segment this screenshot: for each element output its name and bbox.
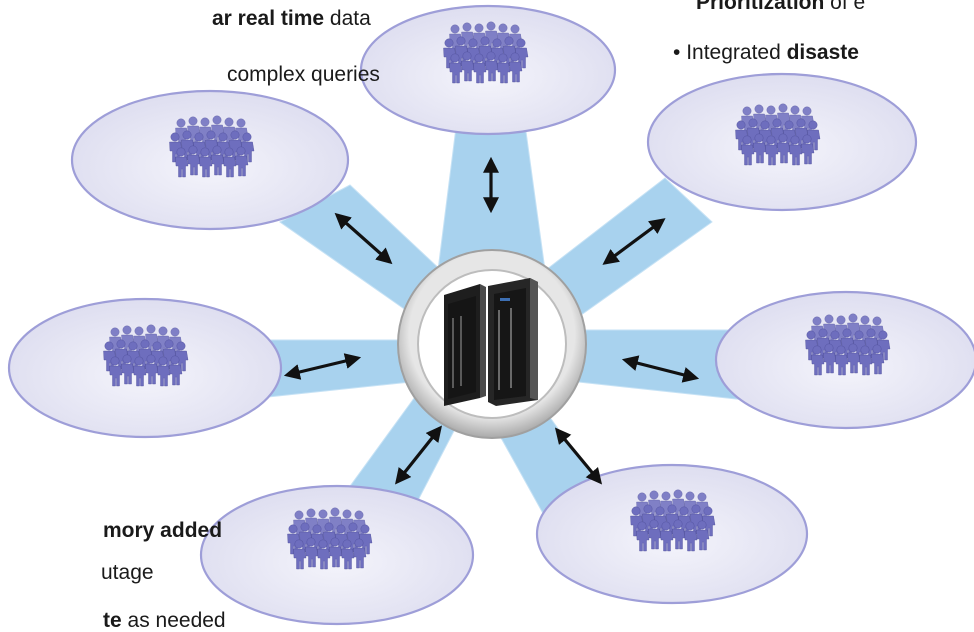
text-top-right-line1: Prioritization of e	[696, 0, 866, 14]
text-bottom-left-line1: mory added	[103, 519, 223, 542]
arrow-left	[283, 353, 362, 380]
arrow-lower-right	[554, 427, 603, 485]
arrow-upper-right	[602, 218, 666, 265]
arrow-upper-left	[334, 212, 393, 265]
arrow-right	[621, 355, 700, 383]
arrow-lower-left	[395, 425, 442, 485]
text-bottom-left-line2: utage	[101, 561, 154, 584]
text-top-left-line2: complex queries	[227, 63, 380, 86]
text-bottom-left-line3: te as needed	[103, 609, 226, 632]
mainframe-server-icon	[444, 278, 538, 406]
hub	[397, 249, 587, 439]
text-top-left-line1: ar real time data	[212, 7, 371, 30]
text-top-right-line2: • Integrated disaste	[673, 41, 859, 64]
